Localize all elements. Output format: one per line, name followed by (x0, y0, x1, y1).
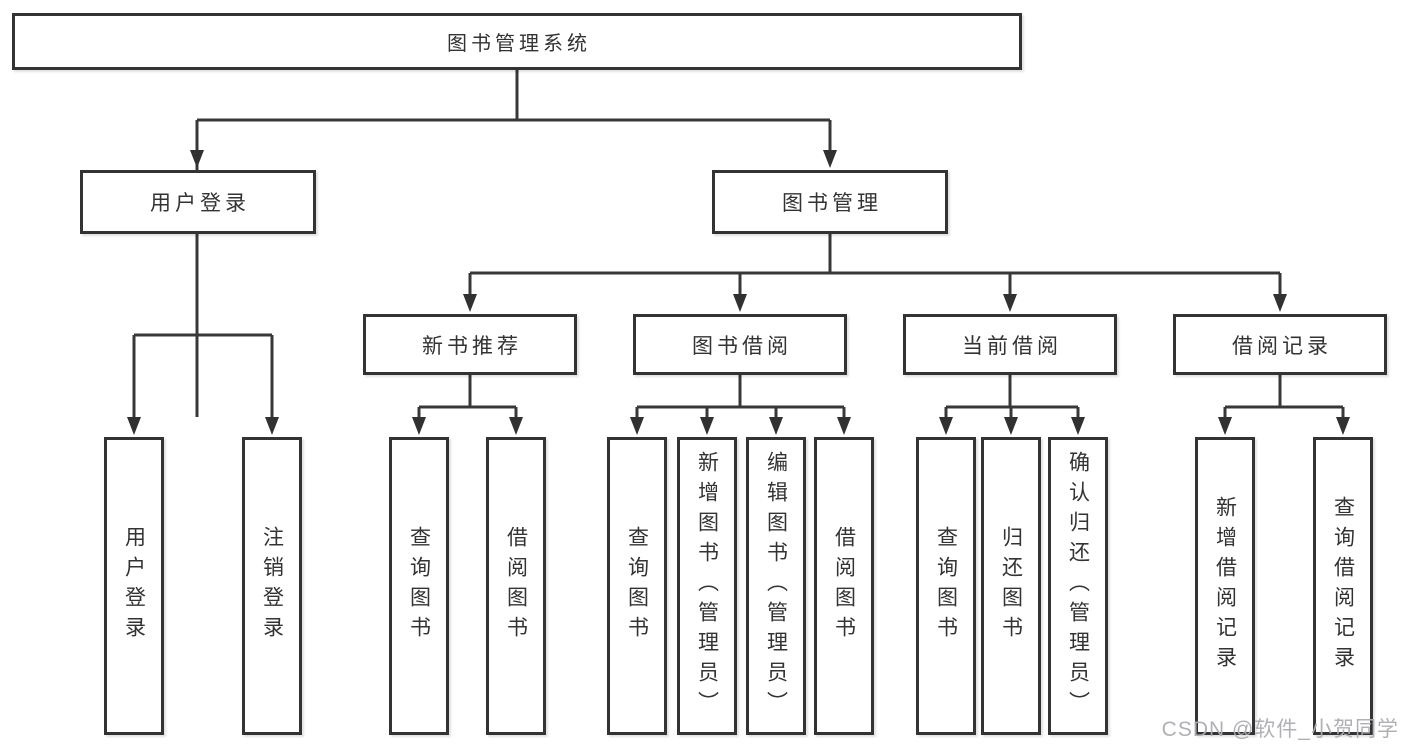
arrowhead (412, 417, 426, 435)
arrowhead (1273, 294, 1287, 312)
leaf-borrow-add-admin: 新增图书（管理员） (677, 437, 737, 735)
connector-root-to-level2 (190, 69, 837, 417)
leaf-borrow-edit-admin: 编辑图书（管理员） (746, 437, 806, 735)
leaf-newbooks-borrow-label: 借阅图书 (504, 526, 528, 646)
node-borrow-records-label: 借阅记录 (1232, 334, 1332, 358)
leaf-current-query: 查询图书 (916, 437, 976, 735)
arrowhead (630, 417, 644, 435)
arrowhead (463, 294, 477, 312)
leaf-newbooks-query-label: 查询图书 (407, 526, 431, 646)
node-book-borrow: 图书借阅 (633, 314, 847, 375)
arrowhead (939, 417, 953, 435)
arrowhead (733, 294, 747, 312)
arrowhead (1071, 417, 1085, 435)
node-new-books-label: 新书推荐 (422, 334, 522, 358)
leaf-records-add: 新增借阅记录 (1195, 437, 1255, 735)
arrowhead (1004, 417, 1018, 435)
leaf-newbooks-query: 查询图书 (389, 437, 449, 735)
connector-borrow-to-leaves (630, 375, 851, 435)
leaf-current-query-label: 查询图书 (934, 526, 958, 646)
arrowhead (190, 150, 204, 168)
leaf-current-return-label: 归还图书 (999, 526, 1023, 646)
leaf-borrow-query-label: 查询图书 (625, 526, 649, 646)
arrowhead (823, 150, 837, 168)
connector-new-books-to-leaves (412, 375, 523, 435)
connector-book-mgmt-to-level3 (463, 234, 1287, 312)
leaf-borrow-borrow-label: 借阅图书 (832, 526, 856, 646)
node-new-books: 新书推荐 (363, 314, 577, 375)
leaf-user-login-label: 用户登录 (122, 526, 146, 646)
leaf-newbooks-borrow: 借阅图书 (486, 437, 546, 735)
leaf-borrow-add-admin-label: 新增图书（管理员） (695, 451, 719, 721)
connector-records-to-leaves (1218, 375, 1350, 435)
node-user-login: 用户登录 (80, 170, 316, 234)
leaf-borrow-borrow: 借阅图书 (814, 437, 874, 735)
node-current-borrow: 当前借阅 (903, 314, 1117, 375)
leaf-records-query-label: 查询借阅记录 (1331, 496, 1355, 676)
arrowhead (1218, 417, 1232, 435)
leaf-records-query: 查询借阅记录 (1313, 437, 1373, 735)
node-borrow-records: 借阅记录 (1173, 314, 1387, 375)
arrowhead (127, 417, 141, 435)
arrowhead (509, 417, 523, 435)
node-root-label: 图书管理系统 (447, 33, 591, 55)
connector-current-to-leaves (939, 375, 1085, 435)
node-root: 图书管理系统 (12, 13, 1022, 70)
leaf-borrow-edit-admin-label: 编辑图书（管理员） (764, 451, 788, 721)
node-user-login-label: 用户登录 (150, 192, 250, 215)
leaf-logout: 注销登录 (242, 437, 302, 735)
arrowhead (700, 417, 714, 435)
leaf-user-login: 用户登录 (104, 437, 164, 735)
leaf-records-add-label: 新增借阅记录 (1213, 496, 1237, 676)
node-current-borrow-label: 当前借阅 (962, 334, 1062, 358)
leaf-current-return: 归还图书 (981, 437, 1041, 735)
node-book-borrow-label: 图书借阅 (692, 334, 792, 358)
csdn-watermark: CSDN @软件_小贺同学 (1161, 718, 1399, 741)
arrowhead (265, 417, 279, 435)
leaf-current-confirm-admin: 确认归还（管理员） (1048, 437, 1108, 735)
arrowhead (837, 417, 851, 435)
node-book-mgmt: 图书管理 (712, 170, 948, 234)
arrowhead (1336, 417, 1350, 435)
arrowhead (1003, 294, 1017, 312)
arrowhead (769, 417, 783, 435)
node-book-mgmt-label: 图书管理 (782, 192, 882, 215)
leaf-borrow-query: 查询图书 (607, 437, 667, 735)
connector-user-login-to-leaves (127, 234, 279, 435)
leaf-current-confirm-admin-label: 确认归还（管理员） (1066, 451, 1090, 721)
leaf-logout-label: 注销登录 (260, 526, 284, 646)
